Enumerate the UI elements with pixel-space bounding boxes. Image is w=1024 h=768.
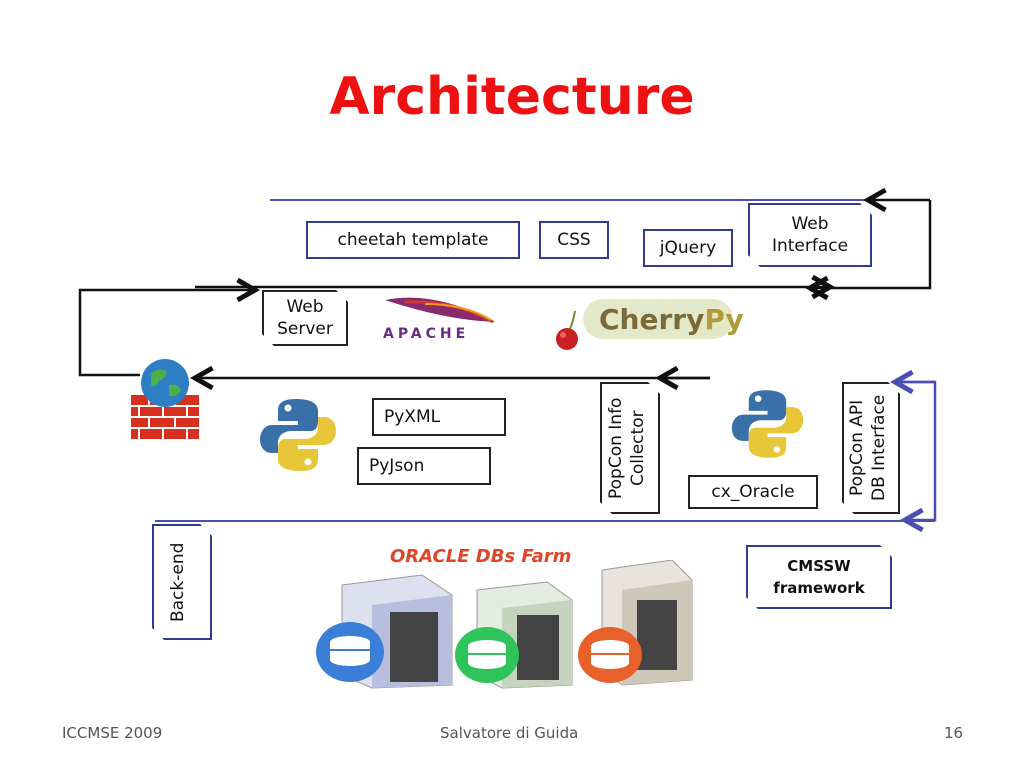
- pyxml-box: PyXML: [372, 398, 506, 436]
- popcon-api-label: PopCon API DB Interface: [847, 394, 889, 502]
- popcon-collector-box: PopCon Info Collector: [600, 382, 660, 514]
- python-icon: [260, 399, 336, 471]
- apache-logo: APACHE: [375, 290, 515, 350]
- database-cylinder-blue: [316, 622, 384, 682]
- jquery-box: jQuery: [643, 229, 733, 267]
- apache-wordmark: APACHE: [383, 326, 470, 342]
- footer-author: Salvatore di Guida: [440, 724, 579, 742]
- cheetah-template-box: cheetah template: [306, 221, 520, 259]
- cherrypy-wordmark-b: Py: [704, 303, 744, 336]
- python-icon: [731, 390, 804, 458]
- footer-page-number: 16: [944, 724, 964, 742]
- web-interface-label: Web Interface: [771, 214, 849, 256]
- cmssw-framework-box: CMSSW framework: [746, 545, 892, 609]
- cherry-icon: [556, 310, 578, 350]
- page-title: Architecture: [329, 67, 695, 127]
- pyjson-box: PyJson: [357, 447, 491, 485]
- database-cylinder-green: [455, 627, 519, 683]
- popcon-collector-label: PopCon Info Collector: [606, 397, 648, 499]
- cherrypy-wordmark-a: Cherry: [599, 303, 705, 336]
- backend-box: Back-end: [152, 524, 212, 640]
- web-interface-box: Web Interface: [748, 203, 872, 267]
- cx-oracle-box: cx_Oracle: [688, 475, 818, 509]
- popcon-api-box: PopCon API DB Interface: [842, 382, 900, 514]
- database-server-icon: [316, 560, 693, 689]
- web-server-box: Web Server: [262, 290, 348, 346]
- cherrypy-logo: CherryPy: [553, 295, 744, 355]
- database-cylinder-orange: [578, 627, 642, 683]
- web-server-label: Web Server: [277, 297, 333, 339]
- apache-feather-icon: [385, 297, 495, 324]
- cmssw-label: CMSSW framework: [773, 557, 865, 597]
- firewall-icon: [131, 359, 199, 439]
- server-3: [601, 560, 693, 686]
- backend-label: Back-end: [168, 542, 188, 622]
- css-box: CSS: [539, 221, 609, 259]
- footer-event: ICCMSE 2009: [62, 724, 163, 742]
- oracle-farm-label: ORACLE DBs Farm: [390, 546, 572, 567]
